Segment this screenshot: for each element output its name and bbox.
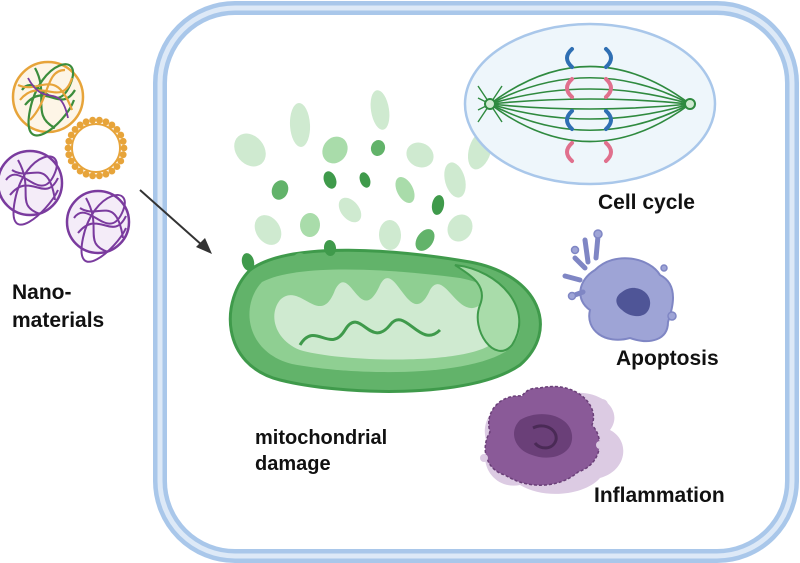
- liposome-bead: [117, 131, 125, 139]
- mito-fragment: [254, 215, 282, 245]
- liposome-bead: [117, 157, 125, 165]
- label-apoptosis: Apoptosis: [616, 347, 719, 370]
- centrosome-right: [684, 98, 696, 110]
- spindle-fiber: [489, 103, 691, 131]
- liposome-bead: [71, 126, 79, 133]
- liposome-bead: [120, 144, 128, 152]
- liposome-bead: [82, 170, 90, 178]
- liposome-bead: [108, 167, 116, 175]
- spindle-fiber: [489, 98, 691, 105]
- liposome-bead: [67, 157, 75, 165]
- mito-fragment: [322, 136, 348, 164]
- liposome-bead: [89, 116, 97, 124]
- entry-arrow: [139, 189, 212, 254]
- mito-fragment: [378, 220, 402, 250]
- chromosome: [604, 109, 613, 131]
- spindle-fiber: [489, 88, 691, 105]
- chromosomes: [565, 47, 613, 163]
- spindle-fiber: [489, 103, 691, 143]
- mito-fragment: [415, 229, 435, 251]
- chromosome: [604, 47, 613, 69]
- mito-fragment: [323, 171, 337, 189]
- mito-fragment: [406, 142, 434, 168]
- mito-fragment: [444, 162, 466, 198]
- liposome-bead: [95, 116, 103, 124]
- label-nanomaterials-line2: materials: [12, 309, 105, 332]
- apoptotic-cell: [562, 229, 677, 342]
- nanoparticle-purple-left: [0, 149, 64, 226]
- label-mitochondrial-line1: mitochondrial: [255, 427, 388, 449]
- liposome-bead: [71, 163, 79, 170]
- label-inflammation: Inflammation: [594, 484, 725, 507]
- mitochondrion: [228, 248, 542, 393]
- label-mitochondrial-line2: damage: [255, 453, 331, 475]
- mito-fragment: [370, 90, 390, 130]
- label-cell-cycle: Cell cycle: [598, 191, 695, 214]
- chromosome: [565, 109, 574, 131]
- liposome-bead: [119, 151, 127, 159]
- mito-fragment: [431, 195, 445, 215]
- chromosome: [565, 47, 574, 69]
- spindle-fiber: [489, 103, 691, 110]
- chromosome: [565, 77, 574, 99]
- cell-membrane: [153, 1, 799, 563]
- mito-fragment: [293, 253, 307, 267]
- liposome-bead: [65, 151, 73, 159]
- chromosome: [604, 77, 613, 99]
- centrosome-left: [484, 98, 496, 110]
- liposome-bead: [76, 121, 84, 129]
- mito-fragment: [299, 213, 321, 237]
- mito-fragment: [241, 253, 255, 271]
- mitochondrial-fragments: [234, 90, 493, 271]
- spindle-fiber: [489, 77, 691, 105]
- liposome-bead: [108, 121, 116, 129]
- liposome-bead: [65, 137, 73, 145]
- mito-fragment: [370, 140, 386, 156]
- liposome-bead: [95, 172, 103, 180]
- liposome-bead: [89, 172, 97, 180]
- liposome-bead: [113, 163, 121, 170]
- liposome-bead: [102, 170, 110, 178]
- chromosome: [565, 141, 574, 163]
- nanoparticle-liposome: [64, 116, 128, 180]
- liposome-bead: [113, 126, 121, 133]
- nanoparticle-purple-right: [65, 189, 131, 263]
- liposome-bead: [76, 167, 84, 175]
- liposome-bead: [82, 118, 90, 126]
- mito-fragment: [447, 214, 473, 242]
- liposome-core: [71, 123, 121, 173]
- mitotic-spindle: [463, 22, 717, 186]
- mito-fragment: [271, 180, 289, 200]
- inflammatory-cell: [480, 385, 624, 494]
- mito-fragment: [323, 240, 337, 256]
- nanoparticle-mixed: [11, 60, 85, 137]
- chromosome: [604, 141, 613, 163]
- spindle-fiber: [489, 103, 691, 120]
- liposome-bead: [64, 144, 72, 152]
- liposome-bead: [102, 118, 110, 126]
- spindle-fiber: [489, 65, 691, 105]
- mito-fragment: [395, 177, 415, 203]
- liposome-bead: [67, 131, 75, 139]
- nanomaterials-cluster: [0, 60, 131, 263]
- label-nanomaterials-line1: Nano-: [12, 281, 72, 304]
- mito-fragment: [234, 133, 266, 167]
- mito-fragment: [338, 197, 362, 223]
- spindle-fibers: [477, 65, 691, 143]
- mito-fragment: [289, 103, 311, 147]
- mito-fragment: [359, 172, 371, 188]
- liposome-bead: [119, 137, 127, 145]
